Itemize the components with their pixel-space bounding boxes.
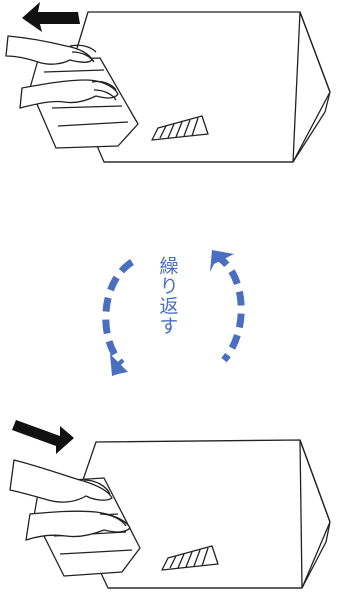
step-bottom-illustration [9,439,331,589]
cycle-arrow-icon [102,250,245,376]
vent-icon [151,115,209,141]
computer-case-top [29,11,331,163]
repeat-label: 繰り返す [156,256,179,336]
hand-icon [5,35,97,65]
hand-icon [9,459,113,503]
step-top-illustration [5,11,331,163]
hand-icon [19,79,119,109]
push-arrow-icon [12,420,74,454]
hand-icon [25,510,131,541]
push-arrow-icon [22,2,80,32]
vent-icon [161,545,219,571]
